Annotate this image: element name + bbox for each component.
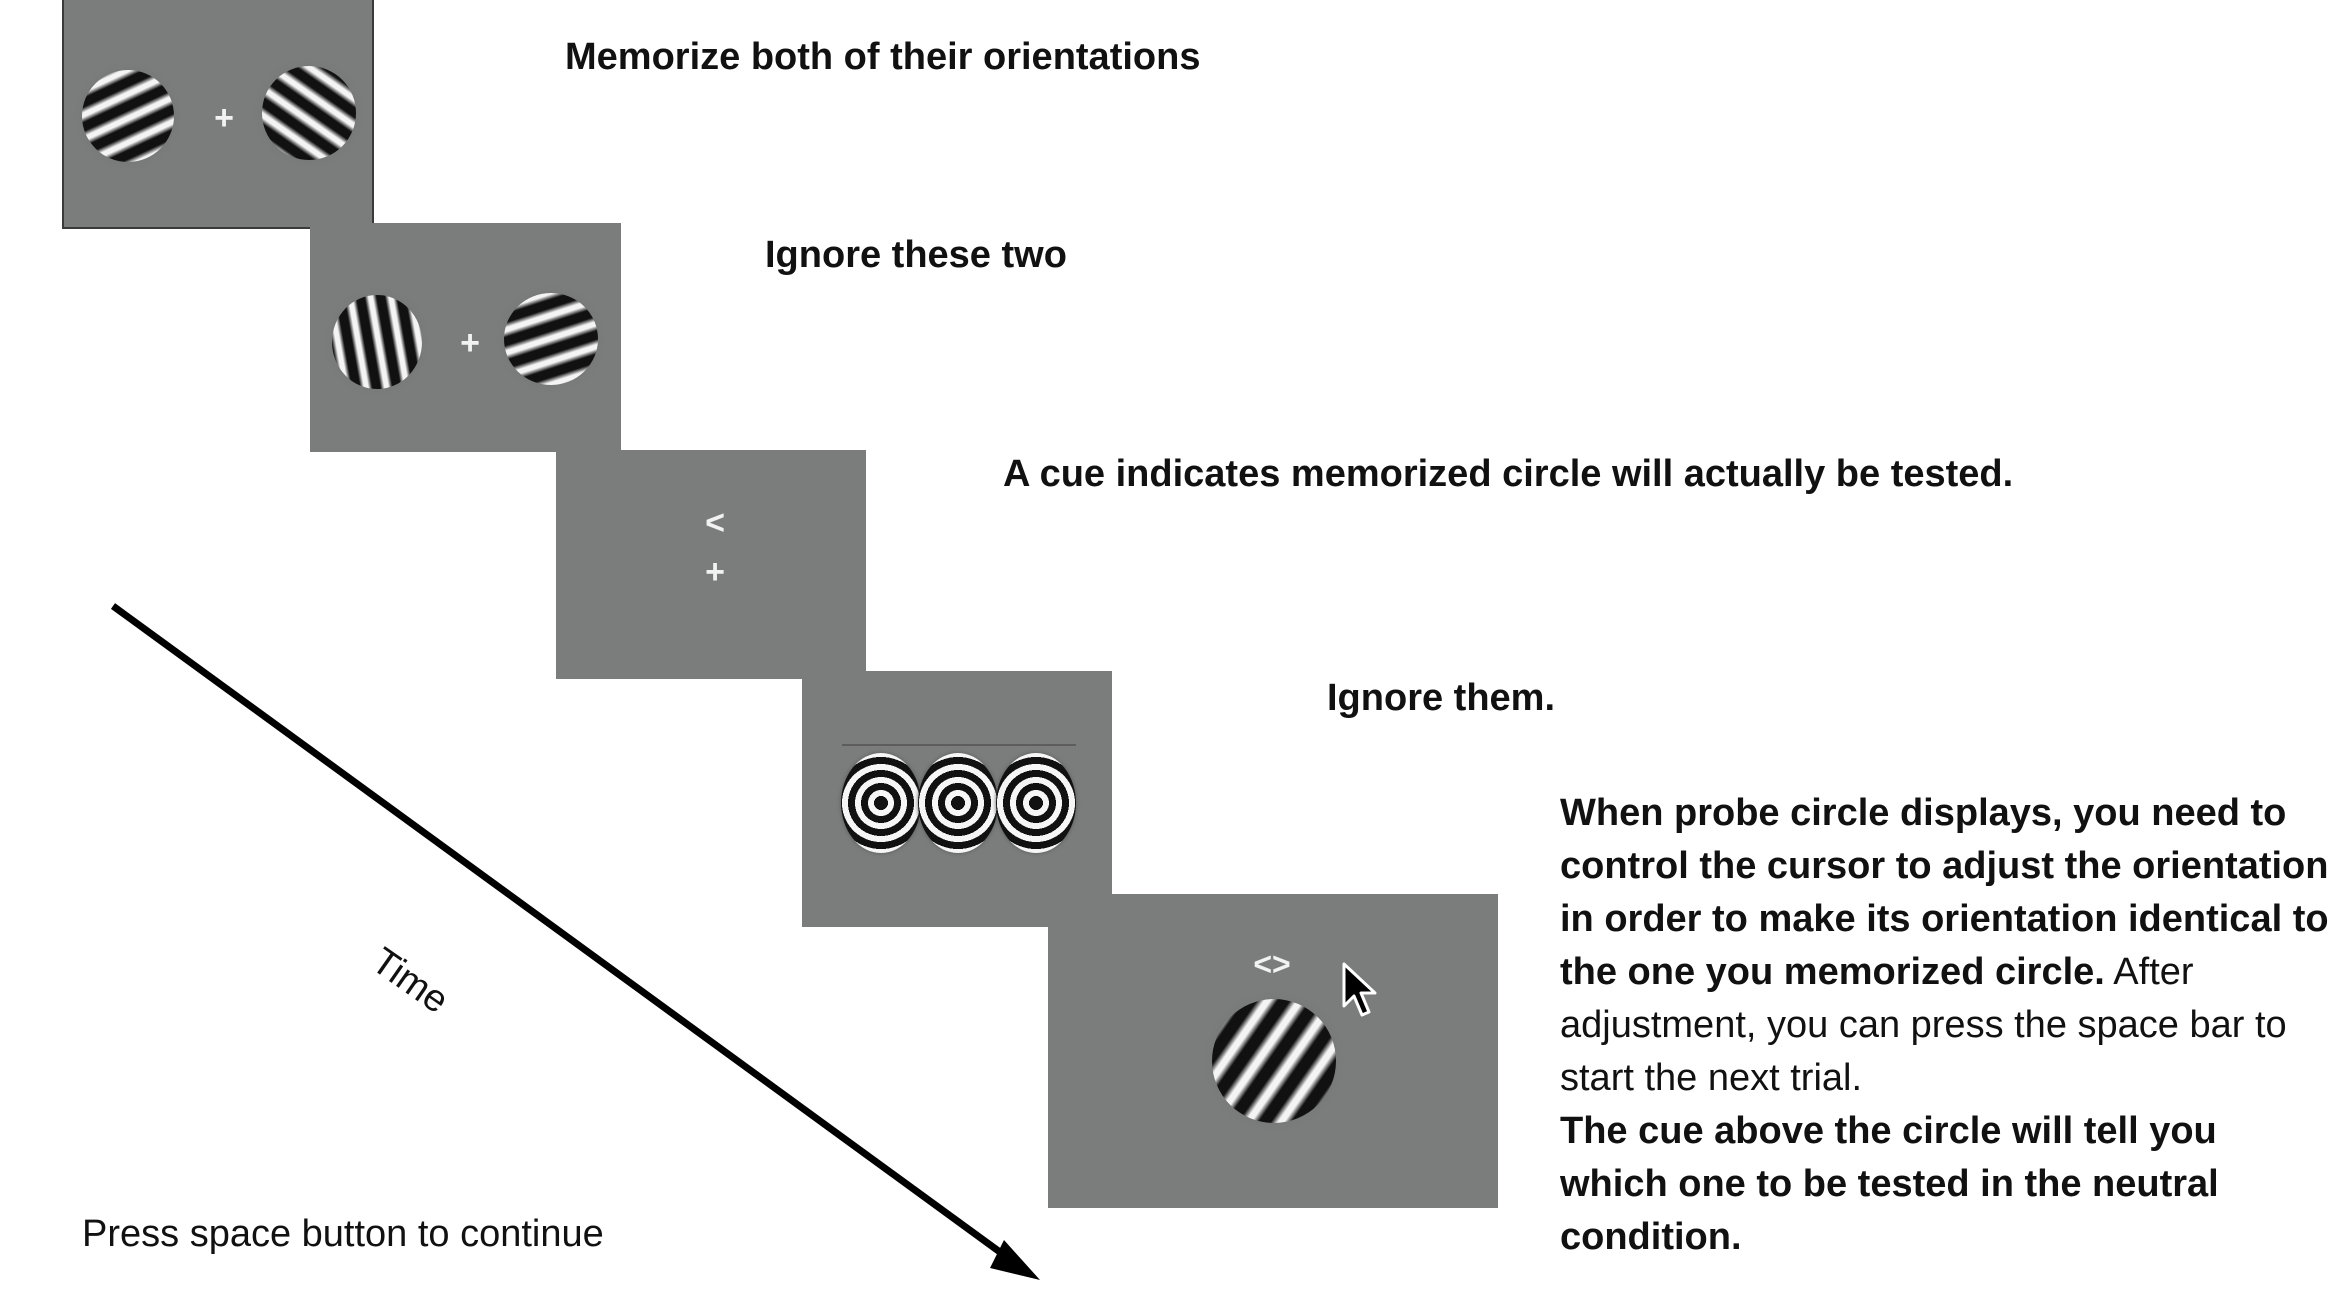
cue-arrows: <> bbox=[1253, 946, 1291, 982]
grating-left bbox=[332, 295, 422, 389]
probe-cue-note: The cue above the circle will tell you w… bbox=[1560, 1110, 2219, 1258]
cue-instruction: A cue indicates memorized circle will ac… bbox=[1003, 453, 2014, 495]
distractor-screen: + bbox=[310, 223, 621, 452]
encoding-screen: + bbox=[62, 0, 374, 229]
probe-grating[interactable] bbox=[1212, 999, 1336, 1123]
continue-prompt: Press space button to continue bbox=[82, 1213, 604, 1255]
cue-screen: < + bbox=[556, 450, 866, 679]
arrow-head bbox=[990, 1240, 1040, 1280]
probe-instruction-bold: When probe circle displays, you need to … bbox=[1560, 792, 2329, 993]
mask-screen bbox=[802, 671, 1112, 927]
mask-divider bbox=[842, 744, 1076, 746]
grating-left bbox=[82, 70, 174, 162]
mask-instruction: Ignore them. bbox=[1327, 677, 1556, 719]
mouse-pointer-icon bbox=[1342, 962, 1377, 1017]
cue-arrow: < bbox=[705, 504, 725, 542]
grating-right bbox=[262, 66, 356, 160]
probe-instruction: When probe circle displays, you need to … bbox=[1560, 787, 2330, 1264]
probe-screen: <> bbox=[1048, 894, 1498, 1208]
bullseye-middle bbox=[918, 753, 998, 853]
fixation-cross: + bbox=[705, 553, 725, 591]
probe-instruction-regular: After adjustment, you can press the spac… bbox=[1560, 951, 2287, 1099]
grating-right bbox=[504, 293, 598, 385]
distractor-instruction: Ignore these two bbox=[765, 234, 1067, 276]
fixation-cross: + bbox=[214, 99, 234, 137]
encoding-instruction: Memorize both of their orientations bbox=[565, 36, 1201, 78]
fixation-cross: + bbox=[460, 324, 480, 362]
bullseye-left bbox=[841, 753, 921, 853]
bullseye-right bbox=[996, 753, 1076, 853]
